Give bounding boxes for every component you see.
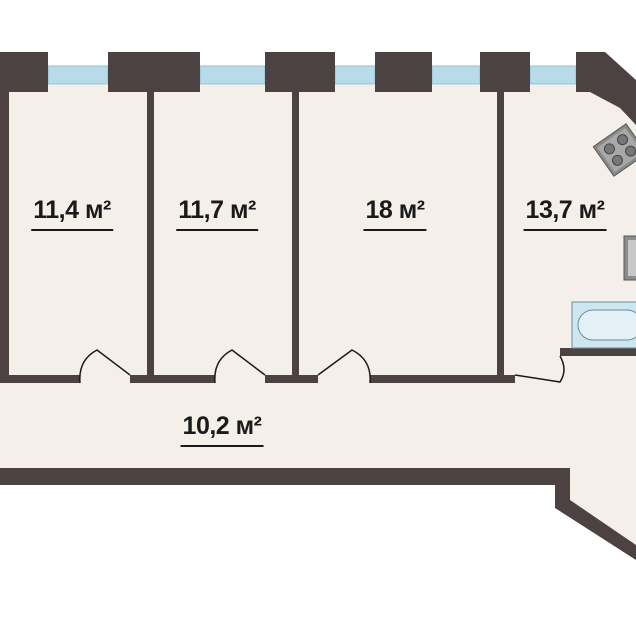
stove-icon <box>592 123 636 177</box>
sink-icon <box>623 235 636 281</box>
bathtub-icon <box>571 301 636 349</box>
door <box>214 349 266 384</box>
window <box>431 65 481 85</box>
window <box>334 65 376 85</box>
window <box>529 65 577 85</box>
door <box>79 349 131 384</box>
corridor-area-label: 10,2 м² <box>180 412 264 447</box>
room-area-label: 18 м² <box>363 196 427 231</box>
window <box>199 65 266 85</box>
window <box>47 65 109 85</box>
walls <box>0 52 636 560</box>
room-area-label: 11,4 м² <box>31 196 113 231</box>
room-area-label: 11,7 м² <box>176 196 258 231</box>
door <box>317 349 371 384</box>
kitchen-area-label: 13,7 м² <box>523 196 607 231</box>
doors <box>79 349 565 384</box>
floor <box>0 85 636 550</box>
door <box>514 355 565 383</box>
